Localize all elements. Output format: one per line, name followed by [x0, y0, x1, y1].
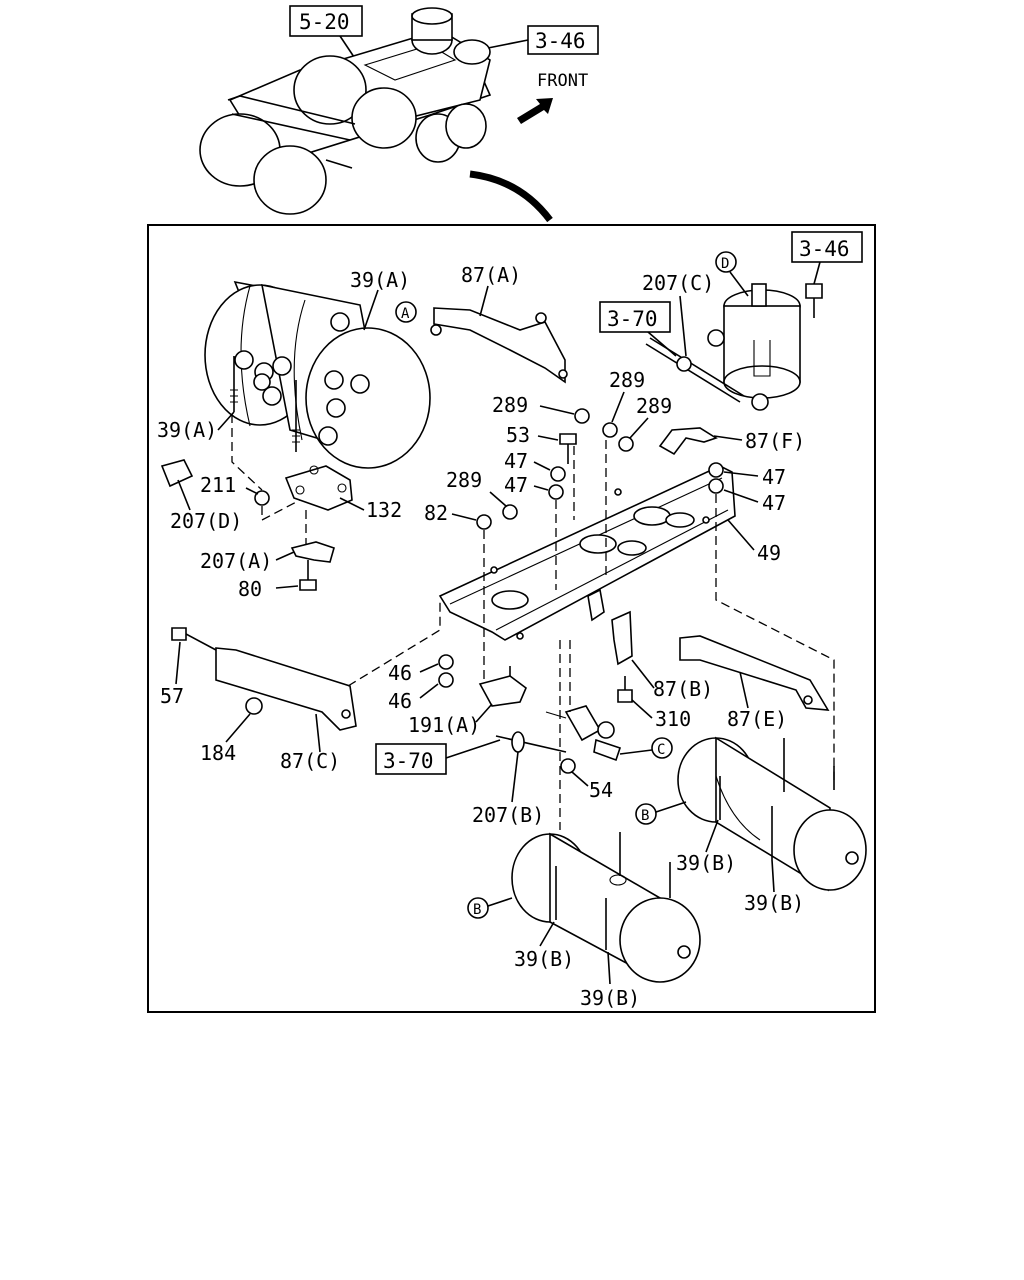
bracket-87f — [658, 427, 718, 456]
label-289-a: 289 — [492, 393, 528, 417]
label-87c: 87(C) — [280, 749, 340, 773]
ref-5-20[interactable]: 5-20 — [299, 10, 350, 34]
bolt-3-46 — [805, 283, 823, 318]
ref-3-46[interactable]: 3-46 — [799, 237, 850, 261]
crossmember-49 — [438, 465, 736, 641]
label-46-a: 46 — [388, 661, 412, 685]
label-289-c: 289 — [636, 394, 672, 418]
label-80: 80 — [238, 577, 262, 601]
tank-39a — [204, 280, 431, 469]
label-82: 82 — [424, 501, 448, 525]
bolt-310 — [617, 676, 633, 703]
label-184: 184 — [200, 741, 236, 765]
plate-191a — [478, 675, 527, 707]
tank-39b-bottom — [511, 832, 701, 983]
label-211: 211 — [200, 473, 236, 497]
label-39b-2: 39(B) — [744, 891, 804, 915]
valve-c — [564, 705, 622, 762]
bracket-87c — [215, 647, 357, 731]
label-39b-3: 39(B) — [514, 947, 574, 971]
marker-b2: B — [473, 902, 481, 918]
label-46-b: 46 — [388, 689, 412, 713]
label-39a-top: 39(A) — [350, 268, 410, 292]
label-47-c: 47 — [762, 465, 786, 489]
bolt-53 — [559, 433, 577, 464]
ref-3-46-overview[interactable]: 3-46 — [535, 29, 586, 53]
bracket-87b — [611, 610, 633, 666]
label-53: 53 — [506, 423, 530, 447]
tank-39b-right — [677, 736, 867, 892]
dryer-unit — [707, 283, 801, 411]
clip-207d — [160, 459, 194, 488]
label-132: 132 — [366, 498, 402, 522]
label-57: 57 — [160, 684, 184, 708]
plate-132 — [284, 465, 353, 511]
label-207b: 207(B) — [472, 803, 544, 827]
label-87e: 87(E) — [727, 707, 787, 731]
ref-3-70-top[interactable]: 3-70 — [607, 307, 658, 331]
marker-c: C — [657, 742, 665, 758]
label-207c: 207(C) — [642, 271, 714, 295]
bracket-87a — [430, 307, 568, 384]
label-54: 54 — [589, 778, 613, 802]
label-207d: 207(D) — [170, 509, 242, 533]
label-47-b: 47 — [504, 473, 528, 497]
detail-frame — [147, 224, 876, 1013]
label-49: 49 — [757, 541, 781, 565]
label-310: 310 — [655, 707, 691, 731]
bracket-87e — [679, 635, 830, 711]
label-87a: 87(A) — [461, 263, 521, 287]
label-39b-1: 39(B) — [676, 851, 736, 875]
label-87f: 87(F) — [745, 429, 805, 453]
label-39b-4: 39(B) — [580, 986, 640, 1010]
label-39a-left: 39(A) — [157, 418, 217, 442]
marker-b1: B — [641, 808, 649, 824]
marker-d: D — [721, 256, 729, 272]
label-289-d: 289 — [446, 468, 482, 492]
front-arrow-icon — [517, 98, 553, 124]
bolt-57 — [171, 627, 217, 651]
ref-3-70-bottom[interactable]: 3-70 — [383, 749, 434, 773]
label-47-a: 47 — [504, 449, 528, 473]
front-label: FRONT — [537, 71, 588, 91]
label-289-b: 289 — [609, 368, 645, 392]
label-87b: 87(B) — [653, 677, 713, 701]
label-191a: 191(A) — [408, 713, 480, 737]
clamp-207a — [290, 541, 335, 563]
overview-assembly: 5-20 3-46 FRONT — [199, 5, 599, 223]
label-47-d: 47 — [762, 491, 786, 515]
bolt-80 — [299, 560, 317, 591]
label-207a: 207(A) — [200, 549, 272, 573]
marker-a: A — [401, 306, 410, 322]
